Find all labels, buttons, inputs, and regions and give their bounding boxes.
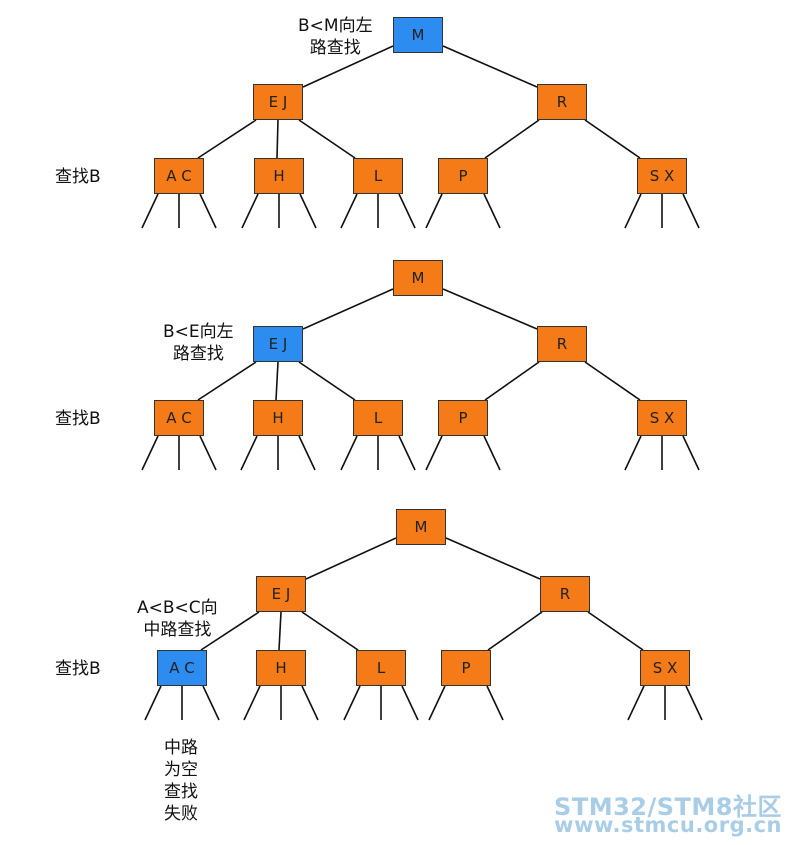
- panel-1-node-c5: S X: [637, 158, 687, 194]
- panel-1-node-left: E J: [253, 84, 303, 120]
- panel-3-edge-right-c4: [487, 611, 543, 651]
- panel-2-stub-c3-left: [340, 435, 358, 471]
- panel-2-stub-c5-left: [624, 435, 642, 471]
- panel-2-side-label: 查找B: [55, 409, 101, 429]
- panel-3-side-label: 查找B: [55, 659, 101, 679]
- panel-2-edge-right-c5: [584, 361, 641, 401]
- panel-1-stub-c5-left: [624, 193, 642, 229]
- panel-3-stub-c3-left: [343, 685, 361, 721]
- panel-1-edge-right-c5: [584, 119, 641, 159]
- panel-2-edge-right-c4: [484, 361, 540, 401]
- panel-2-edge-left-c1: [197, 361, 257, 401]
- panel-1-stub-c4-left: [425, 193, 443, 229]
- panel-2-edge-root-right: [442, 288, 538, 330]
- panel-1-stub-c2-right: [299, 193, 317, 229]
- panel-1-stub-c2-left: [241, 193, 259, 229]
- panel-2-stub-c4-right: [483, 435, 501, 471]
- panel-2-node-c4: P: [438, 400, 488, 436]
- panel-3-stub-c5-left: [627, 685, 645, 721]
- panel-3-edge-root-right: [445, 537, 541, 580]
- panel-2-stub-c5-right: [682, 435, 700, 471]
- panel-2-stub-c1-right: [199, 435, 217, 471]
- panel-3-edge-left-c1: [200, 611, 260, 651]
- panel-3-node-root: M: [396, 509, 446, 545]
- panel-2-stub-c2-right: [298, 435, 316, 471]
- panel-2-node-c3: L: [353, 400, 403, 436]
- panel-3-node-c3: L: [356, 650, 406, 686]
- panel-3-node-c4: P: [441, 650, 491, 686]
- panel-3-stub-c3-right: [401, 685, 419, 721]
- panel-3-node-c5: S X: [640, 650, 690, 686]
- watermark-line-2: www.stmcu.org.cn: [554, 813, 782, 837]
- panel-3-node-c2: H: [256, 650, 306, 686]
- panel-1-edge-root-left: [302, 45, 394, 88]
- panel-1-stub-c3-left: [340, 193, 358, 229]
- panel-1-node-c1: A C: [154, 158, 204, 194]
- panel-1-node-c3: L: [353, 158, 403, 194]
- panel-3-stub-c5-right: [685, 685, 703, 721]
- panel-2-node-left: E J: [253, 326, 303, 362]
- panel-3-node-c1: A C: [157, 650, 207, 686]
- panel-1-stub-c1-right: [199, 193, 217, 229]
- panel-2-stub-c3-right: [398, 435, 416, 471]
- panel-2-edge-left-c3: [298, 361, 356, 401]
- panel-1-edge-right-c4: [484, 119, 540, 159]
- panel-1-node-right: R: [537, 84, 587, 120]
- panel-2-stub-c4-left: [425, 435, 443, 471]
- panel-1-side-label: 查找B: [55, 167, 101, 187]
- panel-1-node-root: M: [393, 17, 443, 53]
- panel-3-fail-note: 中路 为空 查找 失败: [164, 738, 198, 824]
- panel-1-node-c2: H: [254, 158, 304, 194]
- panel-3-stub-c4-right: [486, 685, 504, 721]
- panel-2-node-c1: A C: [154, 400, 204, 436]
- panel-2-node-c2: H: [253, 400, 303, 436]
- panel-1-stub-c1-left: [141, 193, 159, 229]
- panel-2-stub-c1-left: [141, 435, 159, 471]
- panel-1-stub-c5-right: [682, 193, 700, 229]
- panel-3-edge-right-c5: [587, 611, 644, 651]
- panel-3-node-right: R: [540, 576, 590, 612]
- panel-2-node-root: M: [393, 260, 443, 296]
- panel-2-edge-root-left: [302, 288, 394, 330]
- panel-3-edge-left-c2: [278, 611, 282, 651]
- panel-2-edge-left-c2: [275, 361, 279, 401]
- panel-1-edge-left-c2: [276, 119, 279, 159]
- panel-1-edge-left-c3: [298, 119, 356, 159]
- panel-3-edge-left-c3: [301, 611, 359, 651]
- panel-1-edge-root-right: [442, 45, 538, 88]
- panel-3-node-left: E J: [256, 576, 306, 612]
- panel-2-step-note: B<E向左 路查找: [163, 322, 234, 364]
- panel-1-node-c4: P: [438, 158, 488, 194]
- panel-1-step-note: B<M向左 路查找: [298, 16, 373, 58]
- watermark-line-1: STM32/STM8社区: [554, 793, 782, 821]
- panel-3-stub-c2-right: [301, 685, 319, 721]
- panel-3-stub-c2-left: [243, 685, 261, 721]
- panel-2-stub-c2-left: [240, 435, 258, 471]
- panel-2-node-right: R: [537, 326, 587, 362]
- panel-1-stub-c3-right: [398, 193, 416, 229]
- panel-3-edge-root-left: [305, 537, 397, 580]
- panel-3-step-note: A<B<C向 中路查找: [137, 598, 218, 640]
- panel-3-stub-c4-left: [428, 685, 446, 721]
- panel-1-edge-left-c1: [197, 119, 257, 159]
- panel-1-stub-c4-right: [483, 193, 501, 229]
- panel-3-stub-c1-left: [144, 685, 162, 721]
- panel-2-node-c5: S X: [637, 400, 687, 436]
- panel-3-stub-c1-right: [202, 685, 220, 721]
